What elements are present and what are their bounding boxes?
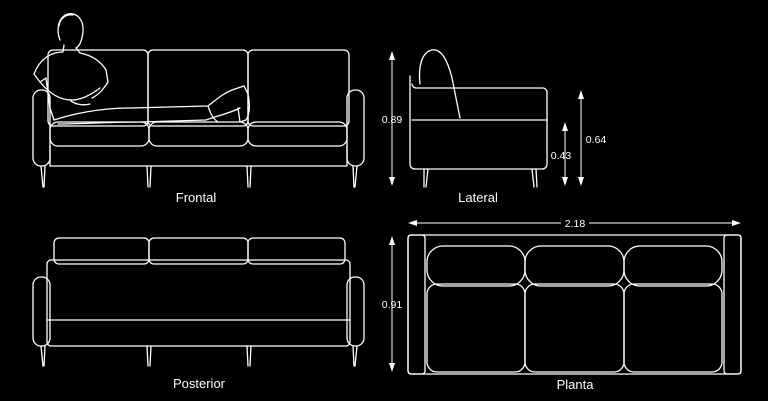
planta-outline [407,234,742,375]
posterior-back-cushions [53,237,346,265]
planta-back-cushions [426,245,723,287]
planta-label: Planta [557,377,595,392]
posterior-back-panel [46,259,351,347]
height-dimension: 0.89 [382,51,403,186]
lateral-body [409,75,548,170]
frontal-back-cushions [47,49,350,127]
frontal-legs [40,165,358,188]
seated-person [33,13,250,125]
depth-label: 0.91 [382,299,403,311]
lateral-backrest [418,49,461,119]
lateral-legs [423,168,538,188]
armrest-height-label: 0.64 [586,134,607,146]
planta-view: Planta [407,234,742,392]
posterior-view: Posterior [32,237,365,391]
seat-height-label: 0.43 [551,150,572,162]
lateral-view: Lateral [409,49,548,205]
frontal-seat-cushions [49,121,348,147]
posterior-label: Posterior [173,376,226,391]
width-label: 2.18 [565,218,586,230]
frontal-label: Frontal [176,190,217,205]
planta-seat-cushions [426,283,723,373]
planta-left-arm [407,234,426,375]
planta-right-arm [723,234,742,375]
lateral-label: Lateral [458,190,498,205]
depth-dimension: 0.91 [382,236,403,372]
armrest-height-dimension: 0.64 [578,90,606,186]
posterior-legs [40,345,358,367]
frontal-base [49,145,348,167]
frontal-view: Frontal [32,13,365,205]
seat-height-dimension: 0.43 [551,122,572,186]
width-dimension: 2.18 [408,215,741,230]
posterior-right-arm [346,276,365,347]
height-label: 0.89 [382,114,403,126]
